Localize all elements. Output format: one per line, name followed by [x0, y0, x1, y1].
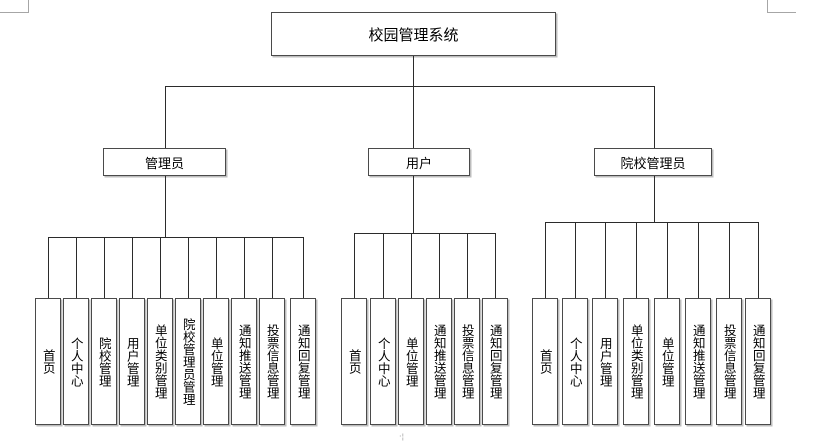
- leaf-college-admin-1-label: 个人中心: [567, 336, 583, 387]
- leaf-user-4[interactable]: 投票信息管理: [454, 298, 480, 425]
- leaf-college-admin-5[interactable]: 通知推送管理: [685, 298, 711, 425]
- leaf-college-admin-6-label: 投票信息管理: [721, 324, 737, 399]
- leaf-user-1-label: 个人中心: [375, 336, 391, 387]
- leaf-college-admin-6[interactable]: 投票信息管理: [716, 298, 742, 425]
- node-college-admin-label: 院校管理员: [620, 156, 686, 172]
- connector-drop-user: [413, 86, 414, 148]
- leaf-user-2-label: 单位管理: [403, 336, 419, 387]
- leaf-admin-8[interactable]: 投票信息管理: [259, 298, 285, 425]
- leaf-admin-2-label: 院校管理: [96, 336, 112, 387]
- connector-college-admin-leaf-0: [545, 222, 546, 298]
- connector-admin-leaf-1: [76, 237, 77, 298]
- connector-admin-leaf-8: [272, 237, 273, 298]
- leaf-user-0[interactable]: 首页: [341, 298, 367, 425]
- connector-drop-college-admin: [654, 86, 655, 148]
- connector-drop-admin: [165, 86, 166, 148]
- leaf-admin-1[interactable]: 个人中心: [63, 298, 89, 425]
- leaf-admin-0-label: 首页: [40, 349, 56, 374]
- leaf-college-admin-0-label: 首页: [537, 349, 553, 374]
- leaf-admin-2[interactable]: 院校管理: [91, 298, 117, 425]
- leaf-college-admin-1[interactable]: 个人中心: [562, 298, 588, 425]
- connector-college-admin-stem: [654, 176, 655, 222]
- connector-admin-leaf-5: [188, 237, 189, 298]
- leaf-user-5-label: 通知回复管理: [487, 324, 503, 399]
- connector-user-leaf-5: [495, 233, 496, 298]
- connector-college-admin-leaf-5: [698, 222, 699, 298]
- leaf-user-0-label: 首页: [346, 349, 362, 374]
- connector-user-leaf-2: [411, 233, 412, 298]
- leaf-admin-6[interactable]: 单位管理: [203, 298, 229, 425]
- connector-college-admin-leaf-6: [729, 222, 730, 298]
- connector-admin-leaf-7: [244, 237, 245, 298]
- leaf-admin-3[interactable]: 用户管理: [119, 298, 145, 425]
- node-root-label: 校园管理系统: [368, 25, 459, 44]
- leaf-user-1[interactable]: 个人中心: [370, 298, 396, 425]
- connector-user-bar: [354, 233, 496, 234]
- node-admin[interactable]: 管理员: [103, 148, 226, 176]
- leaf-admin-7[interactable]: 通知推送管理: [231, 298, 257, 425]
- leaf-admin-4[interactable]: 单位类别管理: [147, 298, 173, 425]
- connector-admin-stem: [165, 176, 166, 237]
- leaf-user-3-label: 通知推送管理: [431, 324, 447, 399]
- leaf-admin-5-label: 院校管理员管理: [180, 317, 196, 406]
- node-college-admin[interactable]: 院校管理员: [594, 148, 712, 176]
- connector-admin-leaf-3: [132, 237, 133, 298]
- leaf-admin-1-label: 个人中心: [68, 336, 84, 387]
- leaf-college-admin-3-label: 单位类别管理: [628, 324, 644, 399]
- leaf-user-4-label: 投票信息管理: [459, 324, 475, 399]
- connector-level1-bar: [165, 86, 655, 87]
- connector-college-admin-leaf-1: [575, 222, 576, 298]
- connector-college-admin-leaf-2: [605, 222, 606, 298]
- connector-college-admin-leaf-7: [758, 222, 759, 298]
- leaf-college-admin-5-label: 通知推送管理: [690, 324, 706, 399]
- leaf-admin-7-label: 通知推送管理: [236, 324, 252, 399]
- connector-college-admin-leaf-4: [667, 222, 668, 298]
- connector-user-leaf-1: [383, 233, 384, 298]
- leaf-college-admin-3[interactable]: 单位类别管理: [623, 298, 649, 425]
- node-user[interactable]: 用户: [368, 148, 470, 176]
- leaf-admin-0[interactable]: 首页: [35, 298, 61, 425]
- connector-admin-leaf-9: [303, 237, 304, 298]
- connector-user-leaf-0: [354, 233, 355, 298]
- leaf-college-admin-7[interactable]: 通知回复管理: [745, 298, 771, 425]
- connector-user-stem: [413, 176, 414, 233]
- connector-user-leaf-3: [439, 233, 440, 298]
- leaf-admin-9[interactable]: 通知回复管理: [290, 298, 316, 425]
- leaf-admin-4-label: 单位类别管理: [152, 324, 168, 399]
- connector-admin-bar: [48, 237, 304, 238]
- node-user-label: 用户: [405, 156, 432, 172]
- connector-college-admin-bar: [545, 222, 759, 223]
- leaf-college-admin-2-label: 用户管理: [597, 336, 613, 387]
- leaf-admin-9-label: 通知回复管理: [295, 324, 311, 399]
- page-margin-mark-top-right: [767, 0, 796, 13]
- leaf-admin-8-label: 投票信息管理: [264, 324, 280, 399]
- connector-user-leaf-4: [467, 233, 468, 298]
- connector-college-admin-leaf-3: [636, 222, 637, 298]
- page-artifact-mark: ·¦: [399, 432, 405, 441]
- connector-admin-leaf-6: [216, 237, 217, 298]
- leaf-admin-5[interactable]: 院校管理员管理: [175, 298, 201, 425]
- node-root[interactable]: 校园管理系统: [271, 12, 556, 56]
- connector-root-stem: [413, 56, 414, 86]
- leaf-admin-6-label: 单位管理: [208, 336, 224, 387]
- page-margin-mark-top-left: [0, 0, 29, 13]
- leaf-college-admin-4[interactable]: 单位管理: [654, 298, 680, 425]
- leaf-user-3[interactable]: 通知推送管理: [426, 298, 452, 425]
- leaf-college-admin-0[interactable]: 首页: [532, 298, 558, 425]
- leaf-user-5[interactable]: 通知回复管理: [482, 298, 508, 425]
- connector-admin-leaf-4: [160, 237, 161, 298]
- leaf-college-admin-4-label: 单位管理: [659, 336, 675, 387]
- leaf-college-admin-2[interactable]: 用户管理: [592, 298, 618, 425]
- leaf-admin-3-label: 用户管理: [124, 336, 140, 387]
- connector-admin-leaf-0: [48, 237, 49, 298]
- connector-admin-leaf-2: [104, 237, 105, 298]
- leaf-college-admin-7-label: 通知回复管理: [750, 324, 766, 399]
- node-admin-label: 管理员: [144, 156, 184, 172]
- leaf-user-2[interactable]: 单位管理: [398, 298, 424, 425]
